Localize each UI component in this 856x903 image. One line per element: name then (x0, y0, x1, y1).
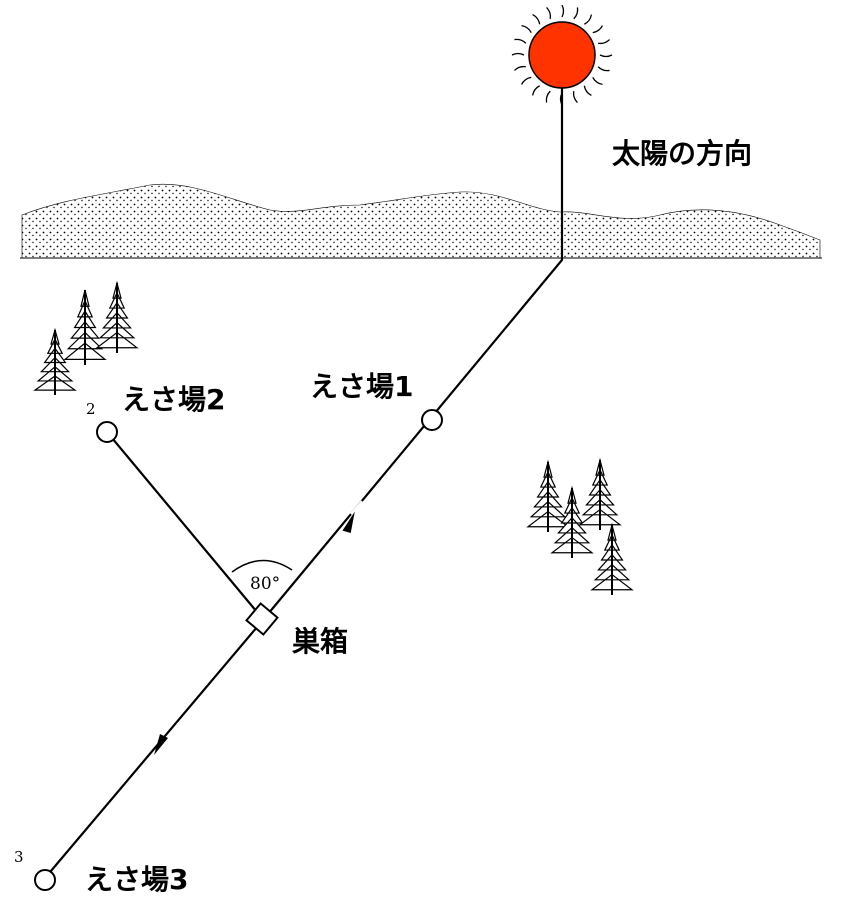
sun-ray (514, 38, 527, 44)
food2-marker (96, 421, 118, 443)
food3-marker (34, 869, 56, 891)
arrow-to-food3-icon (154, 734, 168, 755)
food3-label: えさ場3 (85, 863, 189, 896)
path-to-food2 (106, 431, 258, 613)
pine-tree-icon (95, 280, 139, 353)
pine-tree-icon (526, 459, 570, 532)
sun-icon (511, 4, 613, 106)
mountain-range (21, 183, 821, 259)
sun-ray (521, 24, 532, 33)
pine-tree-icon (63, 289, 107, 365)
pine-tree-icon (33, 327, 77, 395)
sun-ray (546, 6, 552, 19)
sun-ray (599, 54, 613, 58)
sun-direction-label: 太陽の方向 (612, 137, 753, 170)
sun-ray (520, 76, 532, 85)
food2-label: えさ場2 (122, 383, 226, 416)
pine-tree-icon (550, 485, 594, 558)
sun-ray (545, 90, 551, 103)
sun-ray (511, 52, 525, 56)
sun-ray (513, 65, 526, 71)
sun-ray (597, 66, 610, 72)
sun-ray (561, 4, 565, 18)
angle-label: 80° (250, 574, 281, 594)
food1-marker (421, 409, 443, 431)
marker-2-label: 2 (86, 400, 96, 418)
sun-ray (572, 91, 578, 104)
sun-ray (532, 13, 541, 25)
sun-ray (592, 25, 604, 34)
food1-label: えさ場1 (310, 370, 414, 403)
nest-box-icon (245, 602, 279, 636)
sun-direction-line (44, 88, 564, 879)
sun-ray (573, 7, 579, 20)
arrow-to-food1-icon (342, 511, 355, 533)
nest-label: 巣箱 (292, 625, 349, 658)
sun-ray (598, 39, 611, 45)
pine-tree-icon (578, 457, 622, 530)
sun-ray (583, 85, 592, 97)
pine-tree-icon (590, 522, 634, 595)
marker-3-label: 3 (14, 848, 24, 866)
sun-ray (584, 14, 593, 25)
angle-arc (231, 559, 293, 573)
sun-ray (531, 85, 540, 96)
sun-ray (592, 77, 603, 86)
